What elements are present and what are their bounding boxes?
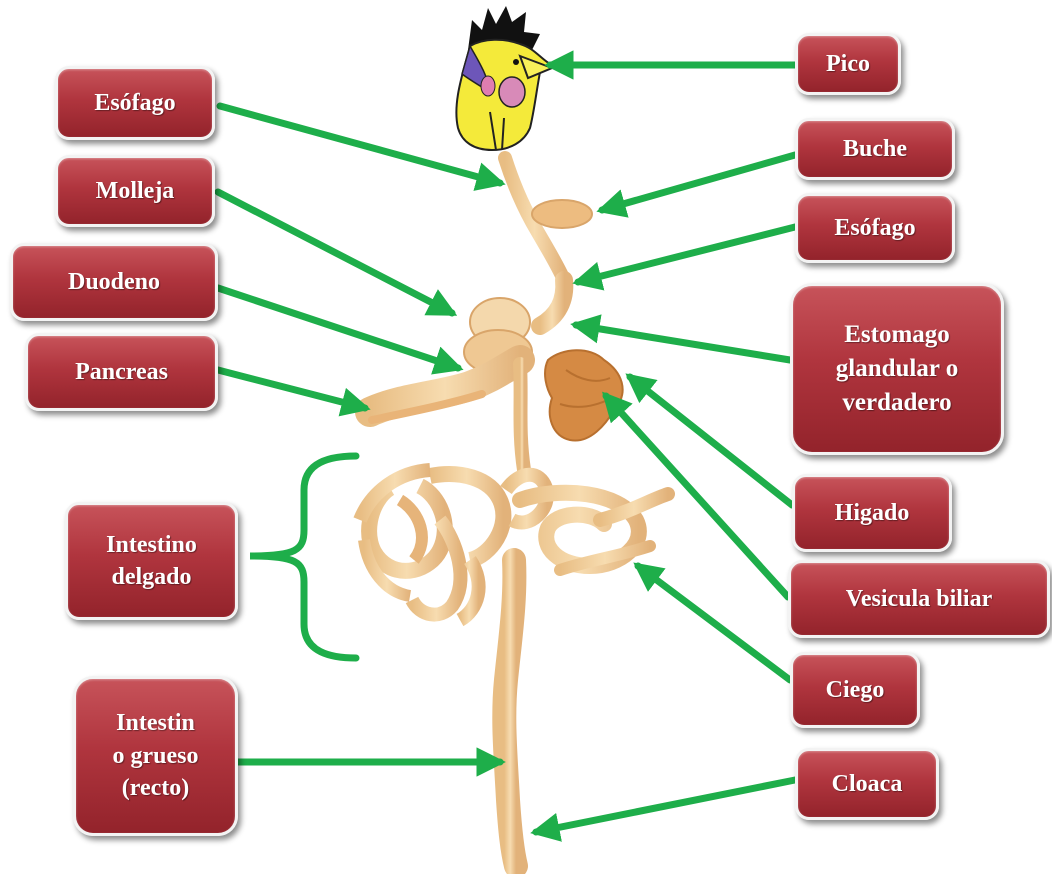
arrow-cloaca bbox=[536, 780, 795, 832]
label-pico: Pico bbox=[795, 33, 901, 95]
proventriculus-tract bbox=[540, 280, 564, 326]
jejunum-tract bbox=[520, 364, 524, 470]
arrow-buche bbox=[602, 155, 795, 210]
arrow-ciego bbox=[638, 566, 790, 680]
arrow-molleja bbox=[218, 192, 452, 313]
label-estomago-glandular: Estomago glandular o verdadero bbox=[790, 283, 1004, 455]
curly-brace bbox=[250, 456, 356, 658]
label-cloaca: Cloaca bbox=[795, 748, 939, 820]
crop-tissue bbox=[532, 200, 592, 228]
label-intestino-grueso: Intestin o grueso (recto) bbox=[73, 676, 238, 836]
arrow-pancreas bbox=[218, 370, 365, 408]
label-esofago-right: Esófago bbox=[795, 193, 955, 263]
label-vesicula-biliar: Vesicula biliar bbox=[788, 560, 1050, 638]
arrow-estomago bbox=[576, 325, 790, 360]
arrow-higado bbox=[630, 377, 792, 505]
label-molleja: Molleja bbox=[55, 155, 215, 227]
label-ciego: Ciego bbox=[790, 652, 920, 728]
bird-cheek bbox=[499, 77, 525, 107]
label-duodeno: Duodeno bbox=[10, 243, 218, 321]
label-pancreas: Pancreas bbox=[25, 333, 218, 411]
large-intestine-tract bbox=[504, 560, 516, 866]
label-higado: Higado bbox=[792, 474, 952, 552]
bird-eye bbox=[513, 59, 519, 65]
label-intestino-delgado: Intestino delgado bbox=[65, 502, 238, 620]
arrow-esofago-right bbox=[578, 227, 795, 282]
bird-ear bbox=[481, 76, 495, 96]
liver-tissue bbox=[545, 350, 623, 440]
label-esofago-left: Esófago bbox=[55, 66, 215, 140]
bird-head-illustration bbox=[456, 6, 552, 150]
label-buche: Buche bbox=[795, 118, 955, 180]
